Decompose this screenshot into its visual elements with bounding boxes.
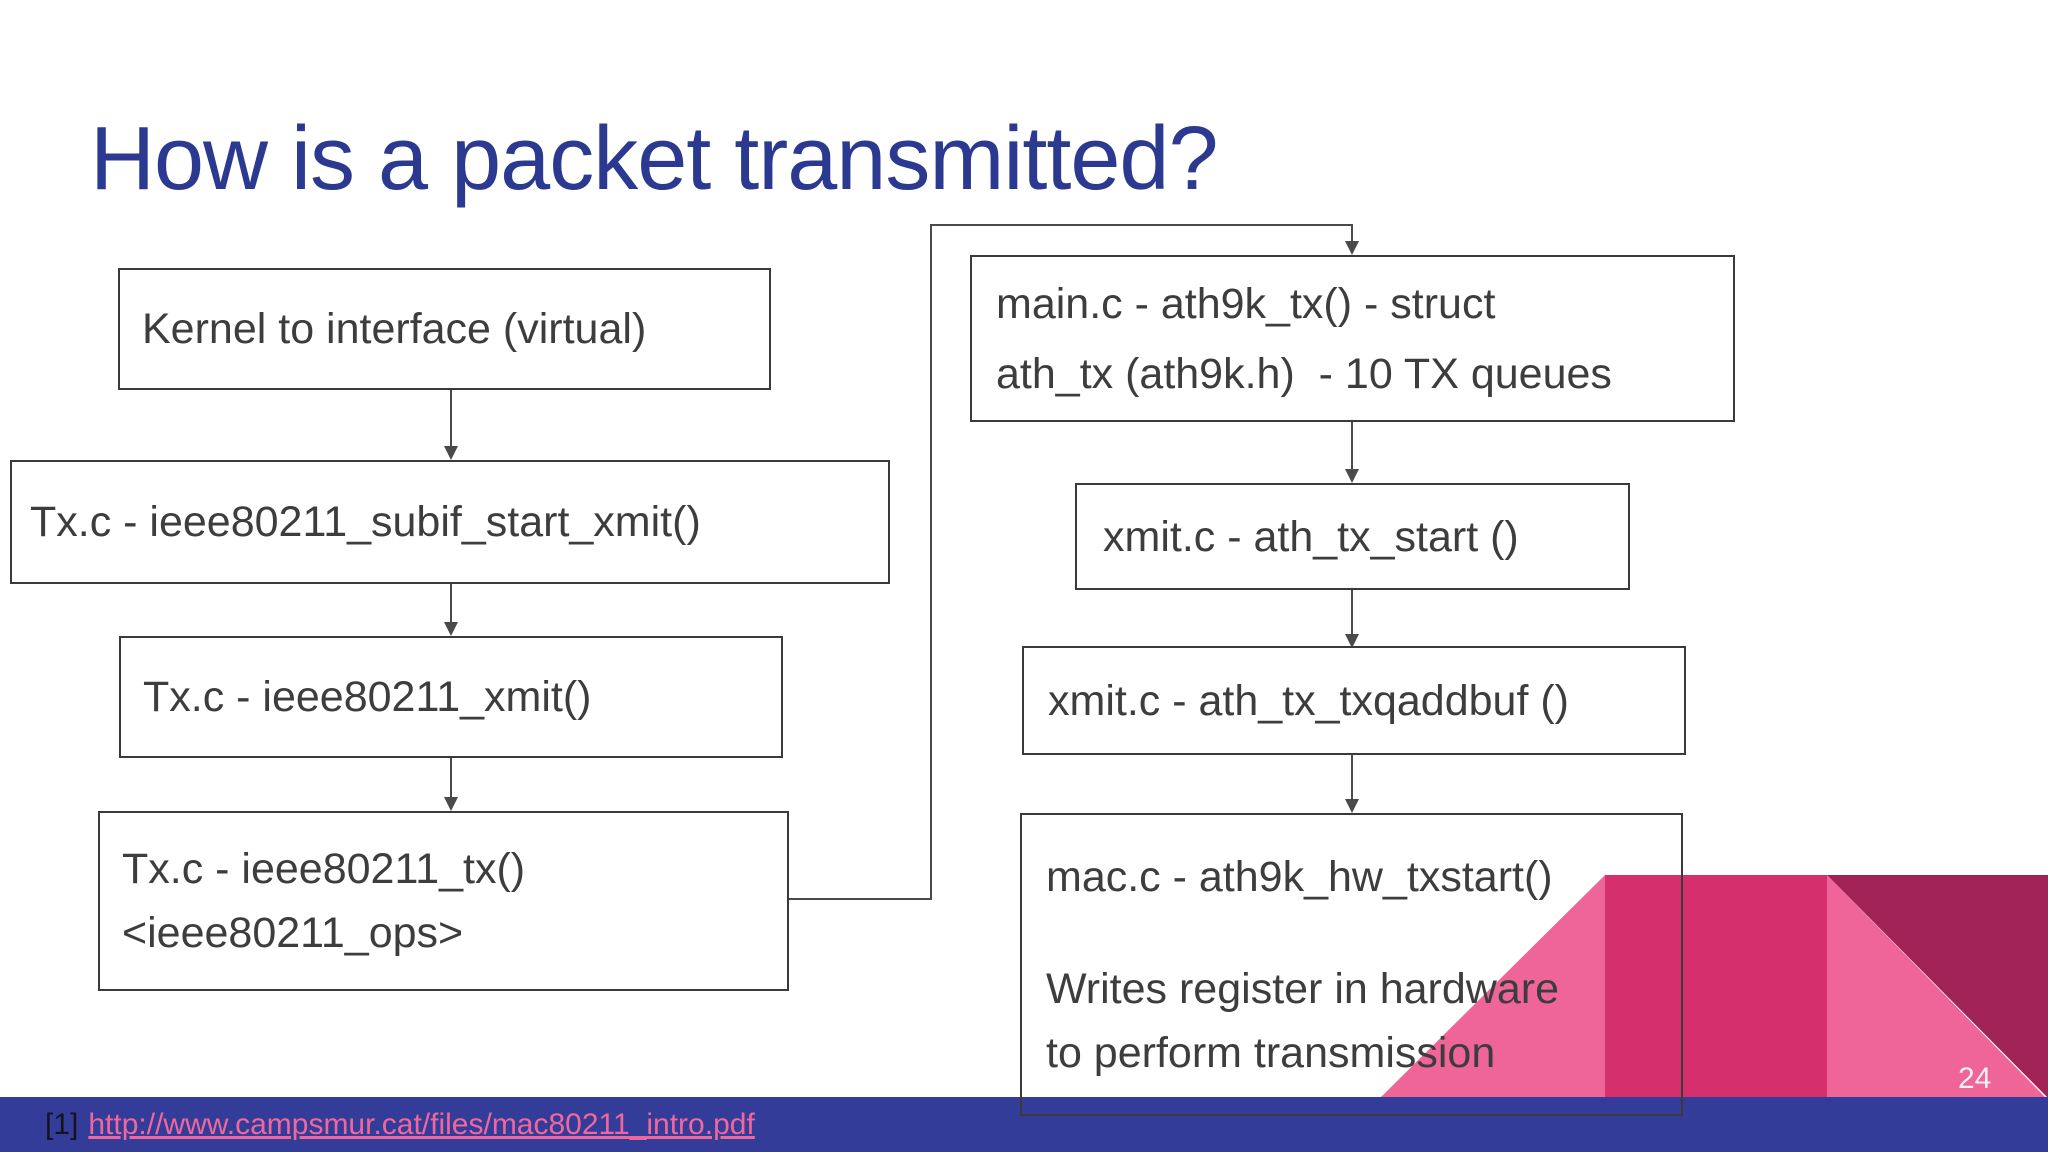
flow-box-text: mac.c - ath9k_hw_txstart() [1046,853,1553,901]
flow-box-text: <ieee80211_ops> [122,909,464,957]
flow-box-kernel-to-interface: Kernel to interface (virtual) [118,268,771,390]
flow-box-ieee80211-xmit: Tx.c - ieee80211_xmit() [119,636,783,758]
flow-box-text: xmit.c - ath_tx_start () [1103,512,1519,561]
citation-ref: [1] [45,1107,79,1141]
flow-box-subif-start-xmit: Tx.c - ieee80211_subif_start_xmit() [10,460,890,584]
page-number: 24 [1958,1062,1992,1095]
flow-box-ath9k-tx: main.c - ath9k_tx() - struct ath_tx (ath… [970,255,1735,422]
triangle-dark-maroon [1827,875,2048,1098]
flow-box-text: Writes register in hardware [1046,965,1559,1013]
flow-box-ath9k-hw-txstart: mac.c - ath9k_hw_txstart() Writes regist… [1020,813,1683,1116]
flow-box-text: Tx.c - ieee80211_tx() [122,845,526,893]
line-gap [1046,909,1681,957]
flow-box-ath-tx-start: xmit.c - ath_tx_start () [1075,483,1630,590]
flow-box-text: ath_tx (ath9k.h) - 10 TX queues [996,349,1612,398]
triangle-light-right [1827,875,2046,1098]
flow-box-ieee80211-tx: Tx.c - ieee80211_tx() <ieee80211_ops> [98,811,789,991]
flow-box-text: to perform transmission [1046,1029,1496,1077]
footer-bar: [1] http://www.campsmur.cat/files/mac802… [0,1097,2048,1152]
flow-box-text: xmit.c - ath_tx_txqaddbuf () [1048,676,1569,725]
flow-box-text: Kernel to interface (virtual) [142,305,647,353]
flow-box-text: main.c - ath9k_tx() - struct [996,279,1496,328]
page-title: How is a packet transmitted? [90,109,1218,209]
citation-link[interactable]: http://www.campsmur.cat/files/mac80211_i… [88,1107,755,1141]
flow-box-text: Tx.c - ieee80211_subif_start_xmit() [30,498,701,546]
flow-box-text: Tx.c - ieee80211_xmit() [143,673,592,721]
flow-box-ath-tx-txqaddbuf: xmit.c - ath_tx_txqaddbuf () [1022,646,1686,755]
